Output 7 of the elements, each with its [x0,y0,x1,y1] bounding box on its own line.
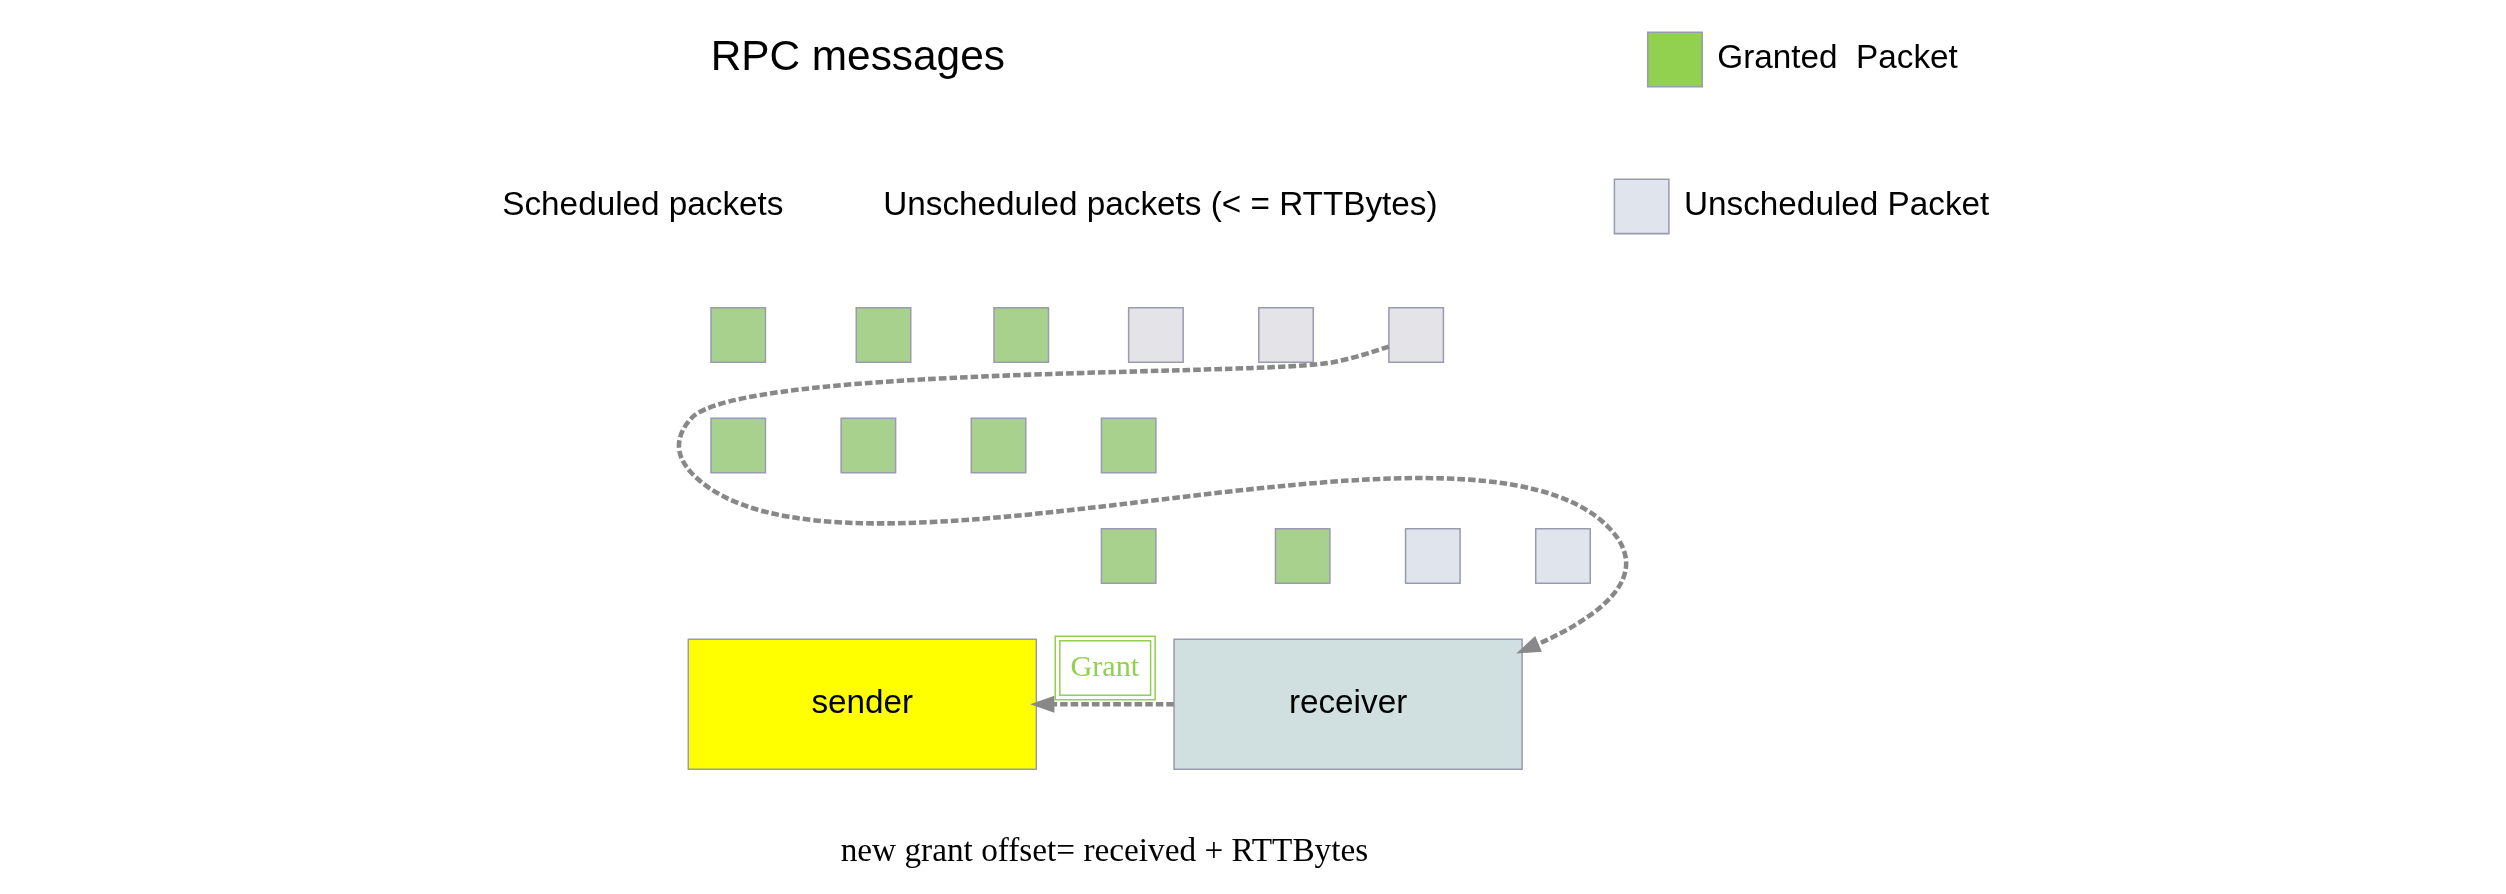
label: Scheduled packets [501,184,784,222]
edge-label: Grant [1069,648,1139,683]
label: RPC messages [710,32,1005,80]
label: Unscheduled packets (< = RTTBytes) [882,184,1438,222]
legend-label: Unscheduled Packet [1683,184,1989,222]
legend-label: Granted Packet [1716,38,1958,76]
label: new grant offset= received + RTTBytes [840,831,1368,869]
